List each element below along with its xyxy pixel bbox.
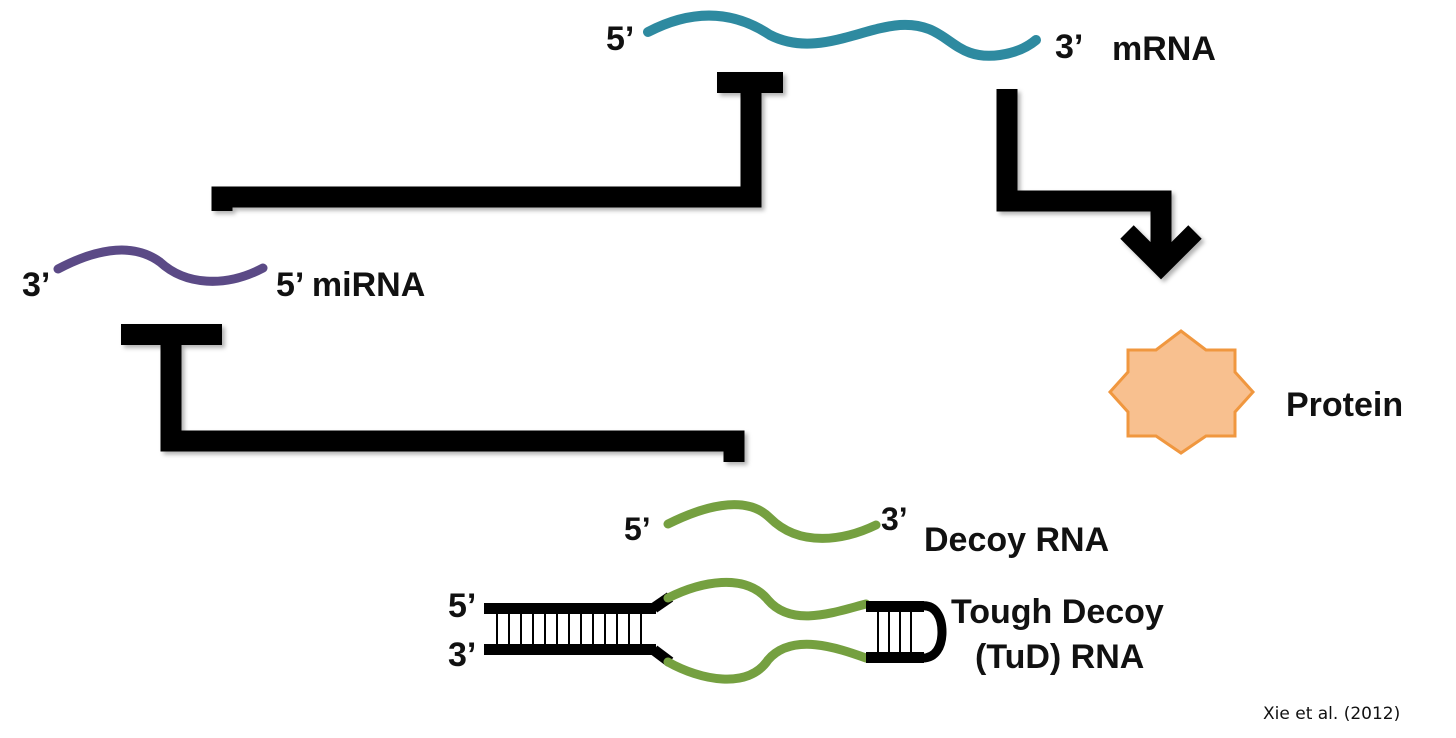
mrna-three-prime-label: 3’ <box>1055 28 1083 66</box>
inhibitor-line-mirna <box>160 345 745 462</box>
inhibitor-line-mrna <box>211 93 762 211</box>
citation-label: Xie et al. (2012) <box>1263 704 1400 724</box>
decoy-group: 5’ 3’ Decoy RNA <box>624 500 1109 559</box>
tud-group: 5’ 3’ Tough Decoy (TuD) RNA <box>448 577 1164 684</box>
arrow-head-icon <box>1120 225 1202 280</box>
decoy-three-prime-label: 3’ <box>881 501 908 537</box>
tud-hairpin-bottom <box>866 652 924 663</box>
tud-name-line1: Tough Decoy <box>951 593 1164 631</box>
tud-decoy-strand-top <box>663 577 871 621</box>
tud-stem-top <box>484 603 656 614</box>
tud-three-prime-label: 3’ <box>448 636 476 674</box>
decoy-strand <box>663 500 881 543</box>
mirna-five-prime-name-label: 5’ miRNA <box>276 266 425 304</box>
inhibitor-bar-mrna <box>717 72 783 93</box>
decoy-inhibits-mirna-connector <box>121 324 745 462</box>
protein-group: Protein <box>1107 329 1403 455</box>
tud-five-prime-label: 5’ <box>448 587 476 625</box>
tud-hairpin-top <box>866 601 924 612</box>
tud-hairpin-base-pairs <box>877 612 912 652</box>
mirna-inhibits-mrna-connector <box>211 72 783 211</box>
mirna-group: 3’ 5’ miRNA <box>22 245 425 304</box>
arrow-shaft <box>996 89 1172 257</box>
tud-stem-base-pairs <box>496 614 642 644</box>
mirna-three-prime-label: 3’ <box>22 266 50 304</box>
mrna-group: 5’ 3’ mRNA <box>606 10 1216 68</box>
mrna-name-label: mRNA <box>1112 30 1216 68</box>
translation-arrow <box>996 89 1202 280</box>
decoy-name-label: Decoy RNA <box>924 521 1109 559</box>
tud-stem-bottom <box>484 644 656 655</box>
decoy-five-prime-label: 5’ <box>624 511 651 547</box>
tud-decoy-strand-bottom <box>663 639 871 684</box>
tud-hairpin-loop <box>916 601 947 663</box>
mrna-strand <box>643 10 1041 61</box>
tud-name-line2: (TuD) RNA <box>975 638 1144 676</box>
protein-label: Protein <box>1286 386 1403 424</box>
mirna-strand <box>53 245 268 286</box>
inhibitor-bar-mirna <box>121 324 222 345</box>
star-burst-icon <box>1107 329 1256 455</box>
mrna-five-prime-label: 5’ <box>606 20 634 58</box>
